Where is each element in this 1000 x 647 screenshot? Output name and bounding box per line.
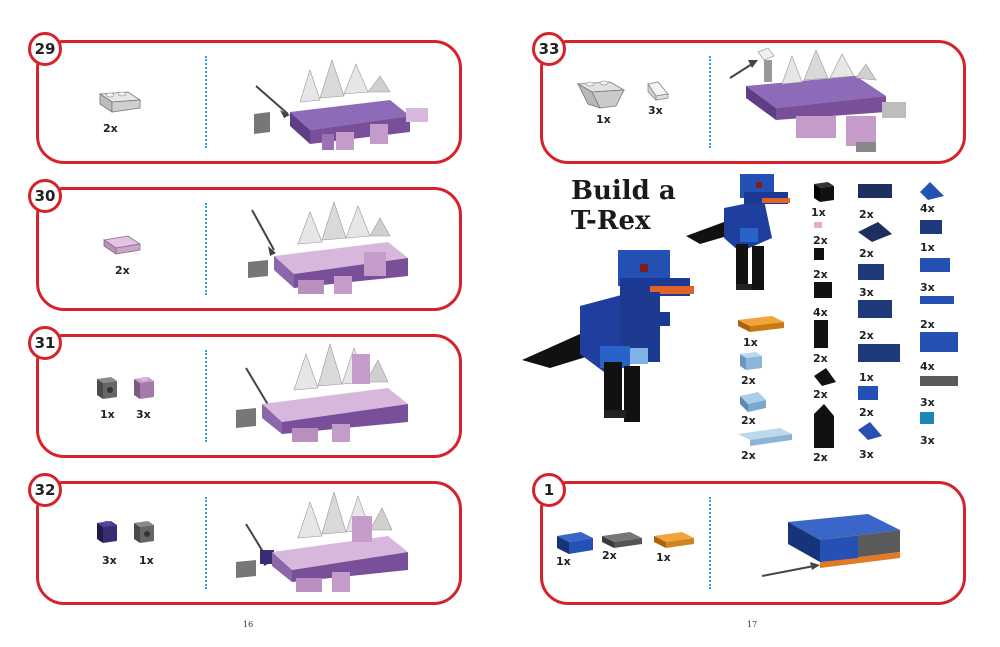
part-qty-c1-2: 2x <box>741 414 756 427</box>
stegosaurus-model-step-30 <box>248 201 408 294</box>
step-31-divider <box>205 350 207 442</box>
black-slope-icon <box>814 368 836 386</box>
part-qty-c2-1: 2x <box>813 234 828 247</box>
trex-model-large <box>522 250 694 422</box>
dark-gray-side-stud-brick-icon <box>97 377 117 399</box>
light-blue-brick-icon <box>740 352 762 370</box>
part-qty-c2-4: 2x <box>813 352 828 365</box>
step-31-part-2-qty: 3x <box>136 408 151 421</box>
part-qty-c3-4: 1x <box>859 371 874 384</box>
part-qty-c3-1: 2x <box>859 247 874 260</box>
dark-gray-side-stud-brick-icon <box>134 521 154 543</box>
dark-blue-2x3-icon <box>858 300 892 318</box>
dark-purple-brick-icon <box>97 521 117 543</box>
part-qty-c4-0: 4x <box>920 202 935 215</box>
stegosaurus-model-step-32 <box>236 490 408 592</box>
blue-brick-2x4-icon <box>557 532 593 554</box>
part-qty-c2-5: 2x <box>813 388 828 401</box>
part-qty-c3-5: 2x <box>859 406 874 419</box>
dark-blue-2x4-icon <box>858 344 900 362</box>
step-32-divider <box>205 497 207 589</box>
lavender-slope-tile-icon <box>102 235 142 255</box>
part-qty-c3-6: 3x <box>859 448 874 461</box>
step-30-part-qty: 2x <box>115 264 130 277</box>
stegosaurus-model-step-29 <box>254 59 428 150</box>
light-blue-long-plate-icon <box>738 428 792 446</box>
step-32-part-2-qty: 1x <box>139 554 154 567</box>
step-1-divider <box>709 497 711 589</box>
part-qty-c1-3: 2x <box>741 449 756 462</box>
left-page-number: 16 <box>243 620 254 629</box>
light-gray-inverted-slope-icon <box>576 80 626 109</box>
black-brick-icon <box>814 182 834 202</box>
part-qty-c2-3: 4x <box>813 306 828 319</box>
blue-slope-icon <box>858 422 882 440</box>
title-line-1: Build a <box>571 176 676 206</box>
part-qty-c4-6: 3x <box>920 434 935 447</box>
step-30-divider <box>205 203 207 295</box>
blue-2x2-plate-icon <box>920 258 950 272</box>
part-qty-c1-1: 2x <box>741 374 756 387</box>
blue-1x2-icon <box>858 386 878 400</box>
step-30-number: 30 <box>28 179 62 213</box>
step-29-number: 29 <box>28 32 62 66</box>
part-qty-c4-4: 4x <box>920 360 935 373</box>
part-qty-c3-2: 3x <box>859 286 874 299</box>
step-33-part-2-qty: 3x <box>648 104 663 117</box>
step-29-part-qty: 2x <box>103 122 118 135</box>
page-title: Build a T-Rex <box>571 176 691 236</box>
step-32-part-1-qty: 3x <box>102 554 117 567</box>
blue-1x2-brick-icon <box>920 220 942 234</box>
step-1-number: 1 <box>532 473 566 507</box>
black-tall-slope-icon <box>814 404 834 448</box>
part-qty-c4-5: 3x <box>920 396 935 409</box>
pink-tile-icon <box>814 222 822 228</box>
blue-1x4-plate-icon <box>920 296 954 304</box>
part-qty-c2-0: 1x <box>811 206 826 219</box>
step-31-number: 31 <box>28 326 62 360</box>
parts-list-icons <box>738 182 958 448</box>
brick-stack-model-step-1 <box>761 514 900 577</box>
trex-model-small <box>686 174 790 290</box>
step-33-number: 33 <box>532 32 566 66</box>
step-33-divider <box>709 56 711 148</box>
orange-plate-icon <box>738 316 784 332</box>
part-qty-c4-3: 2x <box>920 318 935 331</box>
dark-blue-plate-icon <box>858 184 892 198</box>
black-tall-brick-icon <box>814 320 828 348</box>
blue-curved-slope-icon <box>920 182 944 200</box>
black-2x2-icon <box>814 282 832 298</box>
dark-blue-2x2-icon <box>858 264 884 280</box>
step-32-number: 32 <box>28 473 62 507</box>
step-1-part-3-qty: 1x <box>656 551 671 564</box>
stegosaurus-model-step-33 <box>729 47 906 152</box>
orange-plate-2x4-icon <box>654 532 694 548</box>
step-33-part-1-qty: 1x <box>596 113 611 126</box>
part-qty-c4-1: 1x <box>920 241 935 254</box>
part-qty-c1-0: 1x <box>743 336 758 349</box>
black-1x1-icon <box>814 248 824 260</box>
step-1-part-2-qty: 2x <box>602 549 617 562</box>
step-29-divider <box>205 56 207 148</box>
part-qty-c2-2: 2x <box>813 268 828 281</box>
white-slope-icon <box>647 81 669 101</box>
light-gray-slope-brick-icon <box>98 91 142 113</box>
dark-gray-plate-2x4-icon <box>602 532 642 548</box>
stegosaurus-model-step-31 <box>236 342 408 442</box>
part-qty-c2-6: 2x <box>813 451 828 464</box>
blue-2x4-brick-icon <box>920 332 958 352</box>
dark-blue-slope-icon <box>858 222 892 242</box>
step-1-part-1-qty: 1x <box>556 555 571 568</box>
mauve-brick-icon <box>134 377 154 399</box>
dark-gray-plate-icon <box>920 376 958 386</box>
part-qty-c4-2: 3x <box>920 281 935 294</box>
light-blue-slope-icon <box>740 392 766 412</box>
part-qty-c3-3: 2x <box>859 329 874 342</box>
step-31-part-1-qty: 1x <box>100 408 115 421</box>
part-qty-c3-0: 2x <box>859 208 874 221</box>
title-line-2: T-Rex <box>571 206 651 236</box>
teal-brick-icon <box>920 412 934 424</box>
right-page-number: 17 <box>747 620 758 629</box>
